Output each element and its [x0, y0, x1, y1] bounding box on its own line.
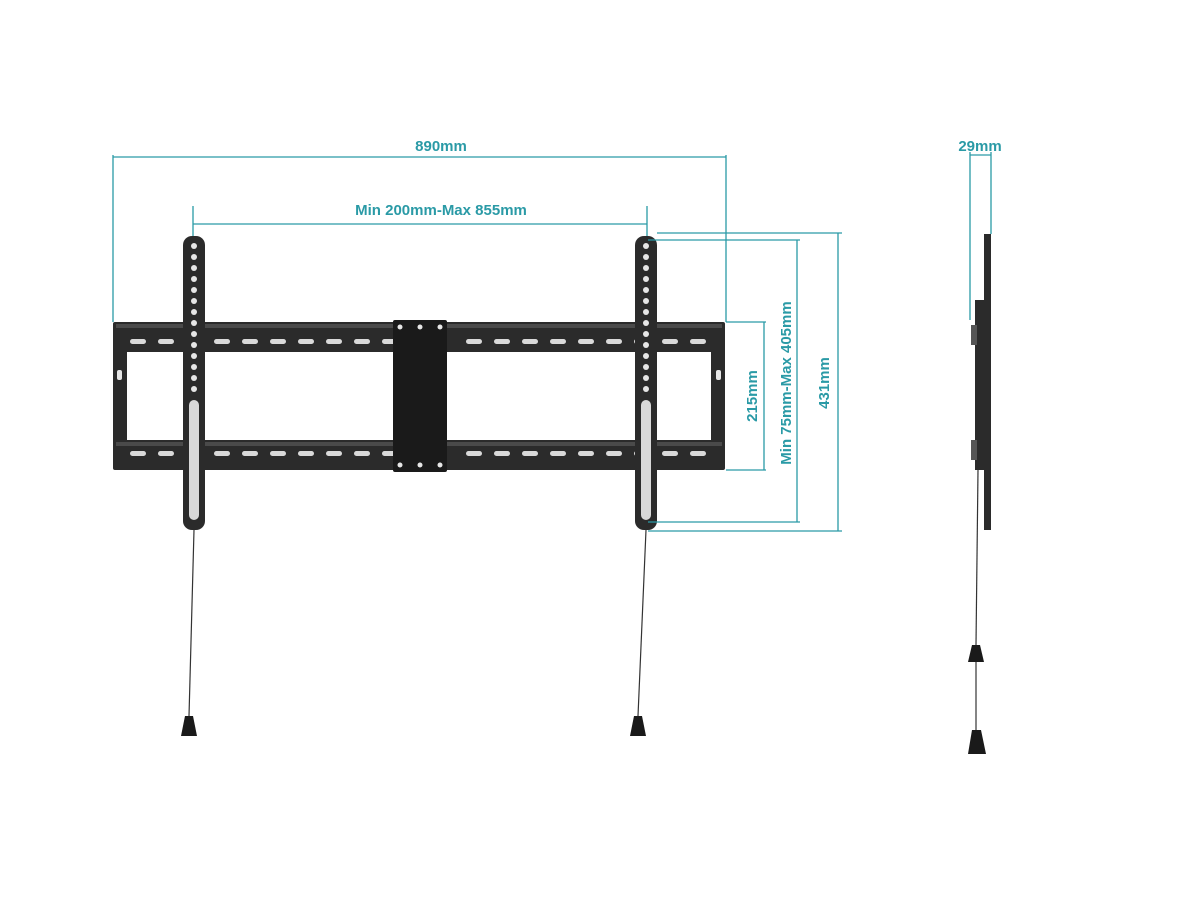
side-rail-profile: [975, 300, 985, 470]
arm-mount-hole: [643, 309, 649, 315]
arm-mount-hole: [191, 309, 197, 315]
arm-mount-hole: [643, 276, 649, 282]
right-end-connector: [711, 350, 725, 442]
vesa-vertical-dimension: Min 75mm-Max 405mm: [648, 239, 800, 523]
rail-height-label: 215mm: [744, 370, 761, 422]
arm-mount-hole: [643, 298, 649, 304]
rail-slot: [326, 451, 342, 456]
rail-slot: [606, 451, 622, 456]
left-cord-weight: [181, 716, 197, 736]
rail-slot: [494, 451, 510, 456]
rail-slot: [522, 451, 538, 456]
arm-mount-hole: [643, 342, 649, 348]
arm-mount-hole: [191, 243, 197, 249]
side-view-bracket: [968, 234, 991, 754]
arm-mount-hole: [191, 353, 197, 359]
left-vertical-arm: [183, 236, 205, 530]
side-arm: [984, 234, 991, 530]
arm-mount-hole: [191, 364, 197, 370]
rail-slot: [326, 339, 342, 344]
rail-slot: [298, 339, 314, 344]
rail-slot: [130, 451, 146, 456]
depth-dimension: 29mm: [958, 138, 1002, 320]
rail-height-dimension: 215mm: [726, 321, 766, 471]
arm-mount-hole: [191, 375, 197, 381]
arm-mount-hole: [643, 364, 649, 370]
center-plate: [393, 320, 447, 472]
arm-mount-hole: [643, 287, 649, 293]
rail-slot: [354, 451, 370, 456]
rail-slot: [242, 339, 258, 344]
arm-height-label: 431mm: [816, 357, 833, 409]
arm-mount-hole: [643, 265, 649, 271]
arm-mount-hole: [191, 342, 197, 348]
arm-mount-hole: [643, 331, 649, 337]
arm-mount-hole: [191, 331, 197, 337]
arm-mount-hole: [191, 298, 197, 304]
rail-slot: [270, 451, 286, 456]
arm-mount-hole: [191, 265, 197, 271]
arm-height-dimension: 431mm: [648, 232, 842, 532]
arm-mount-hole: [191, 320, 197, 326]
front-view-bracket: [113, 236, 725, 736]
rail-slot: [466, 339, 482, 344]
rail-slot: [550, 339, 566, 344]
right-pull-cord: [630, 529, 647, 736]
rail-slot: [158, 451, 174, 456]
depth-label: 29mm: [958, 138, 1001, 155]
arm-mount-hole: [643, 386, 649, 392]
rail-slot: [354, 339, 370, 344]
rail-slot: [606, 339, 622, 344]
bottom-rail-slots: [130, 451, 706, 456]
side-upper-weight: [968, 645, 984, 662]
left-end-connector: [113, 350, 127, 442]
side-lower-weight: [968, 730, 986, 754]
arm-mount-hole: [191, 386, 197, 392]
rail-slot: [242, 451, 258, 456]
rail-slot: [578, 339, 594, 344]
rail-slot: [214, 451, 230, 456]
rail-slot: [298, 451, 314, 456]
rail-slot: [214, 339, 230, 344]
rail-slot: [550, 451, 566, 456]
arm-mount-hole: [643, 254, 649, 260]
arm-mount-hole: [643, 375, 649, 381]
rail-slot: [130, 339, 146, 344]
rail-slot: [662, 339, 678, 344]
vesa-horizontal-dimension: Min 200mm-Max 855mm: [192, 202, 648, 236]
arm-mount-hole: [643, 320, 649, 326]
arm-mount-hole: [191, 254, 197, 260]
left-pull-cord: [181, 529, 197, 736]
vesa-vertical-label: Min 75mm-Max 405mm: [778, 301, 795, 464]
rail-slot: [690, 339, 706, 344]
rail-slot: [522, 339, 538, 344]
overall-width-label: 890mm: [415, 138, 467, 155]
overall-width-dimension: 890mm: [112, 138, 727, 322]
rail-slot: [578, 451, 594, 456]
arm-mount-hole: [191, 287, 197, 293]
rail-slot: [690, 451, 706, 456]
right-cord-weight: [630, 716, 646, 736]
rail-slot: [662, 451, 678, 456]
arm-mount-hole: [191, 276, 197, 282]
top-rail-slots: [130, 339, 706, 344]
arm-mount-hole: [643, 353, 649, 359]
rail-slot: [494, 339, 510, 344]
rail-slot: [158, 339, 174, 344]
rail-slot: [270, 339, 286, 344]
arm-mount-hole: [643, 243, 649, 249]
rail-slot: [466, 451, 482, 456]
right-vertical-arm: [635, 236, 657, 530]
vesa-horizontal-label: Min 200mm-Max 855mm: [355, 202, 527, 219]
